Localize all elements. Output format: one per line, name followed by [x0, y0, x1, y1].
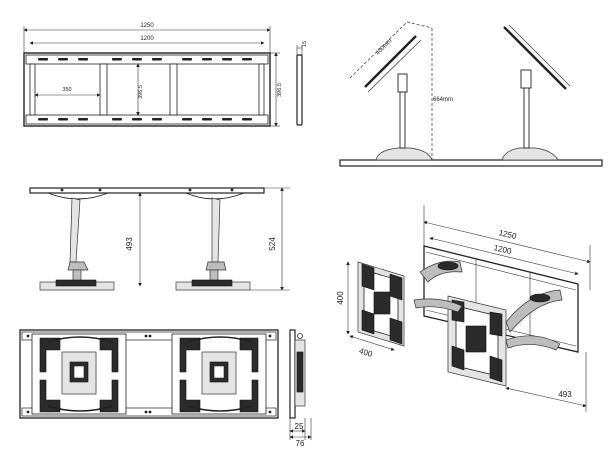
wall-plate-outline [23, 52, 271, 127]
dim-label-wall-depth: 25 [295, 422, 304, 431]
dim-label-folded-depth: 76 [296, 439, 305, 448]
tilt-side-view: 400mm 664mm [339, 21, 603, 167]
dim-label-iso-plate-height: 400 [336, 291, 345, 305]
dim-label-iso-extension: 493 [558, 390, 572, 399]
dim-label-max-extension: 524 [268, 237, 277, 251]
front-view: 1250 1200 350 396.5 [23, 23, 283, 127]
right-mount-plate [171, 333, 267, 415]
dim-label-hole-span: 1200 [140, 36, 154, 42]
dim-label-min-extension: 493 [125, 237, 134, 251]
dim-label-iso-hole-span: 1200 [493, 243, 513, 256]
top-view: 493 524 [29, 187, 290, 291]
dim-label-iso-plate-depth: 400 [358, 346, 374, 359]
bottom-front-view [19, 329, 279, 419]
dim-label-segment-width: 350 [62, 87, 71, 93]
dim-label-plate: 400mm [375, 38, 393, 56]
dim-label-iso-overall-width: 1250 [498, 228, 518, 241]
bottom-side-view: 25 76 [289, 329, 312, 448]
side-profile-view: 15 [296, 41, 308, 126]
dim-label-overall-height: 396.5 [277, 83, 283, 97]
dim-label-overall-width: 1250 [140, 23, 154, 29]
dim-label-vertical-spacing: 396.5 [138, 85, 144, 99]
isometric-view: 1250 1200 400 400 [336, 205, 591, 412]
dim-label-thickness: 15 [302, 41, 308, 47]
left-mount-plate [31, 333, 127, 415]
dim-label-height: 664mm [433, 97, 453, 103]
